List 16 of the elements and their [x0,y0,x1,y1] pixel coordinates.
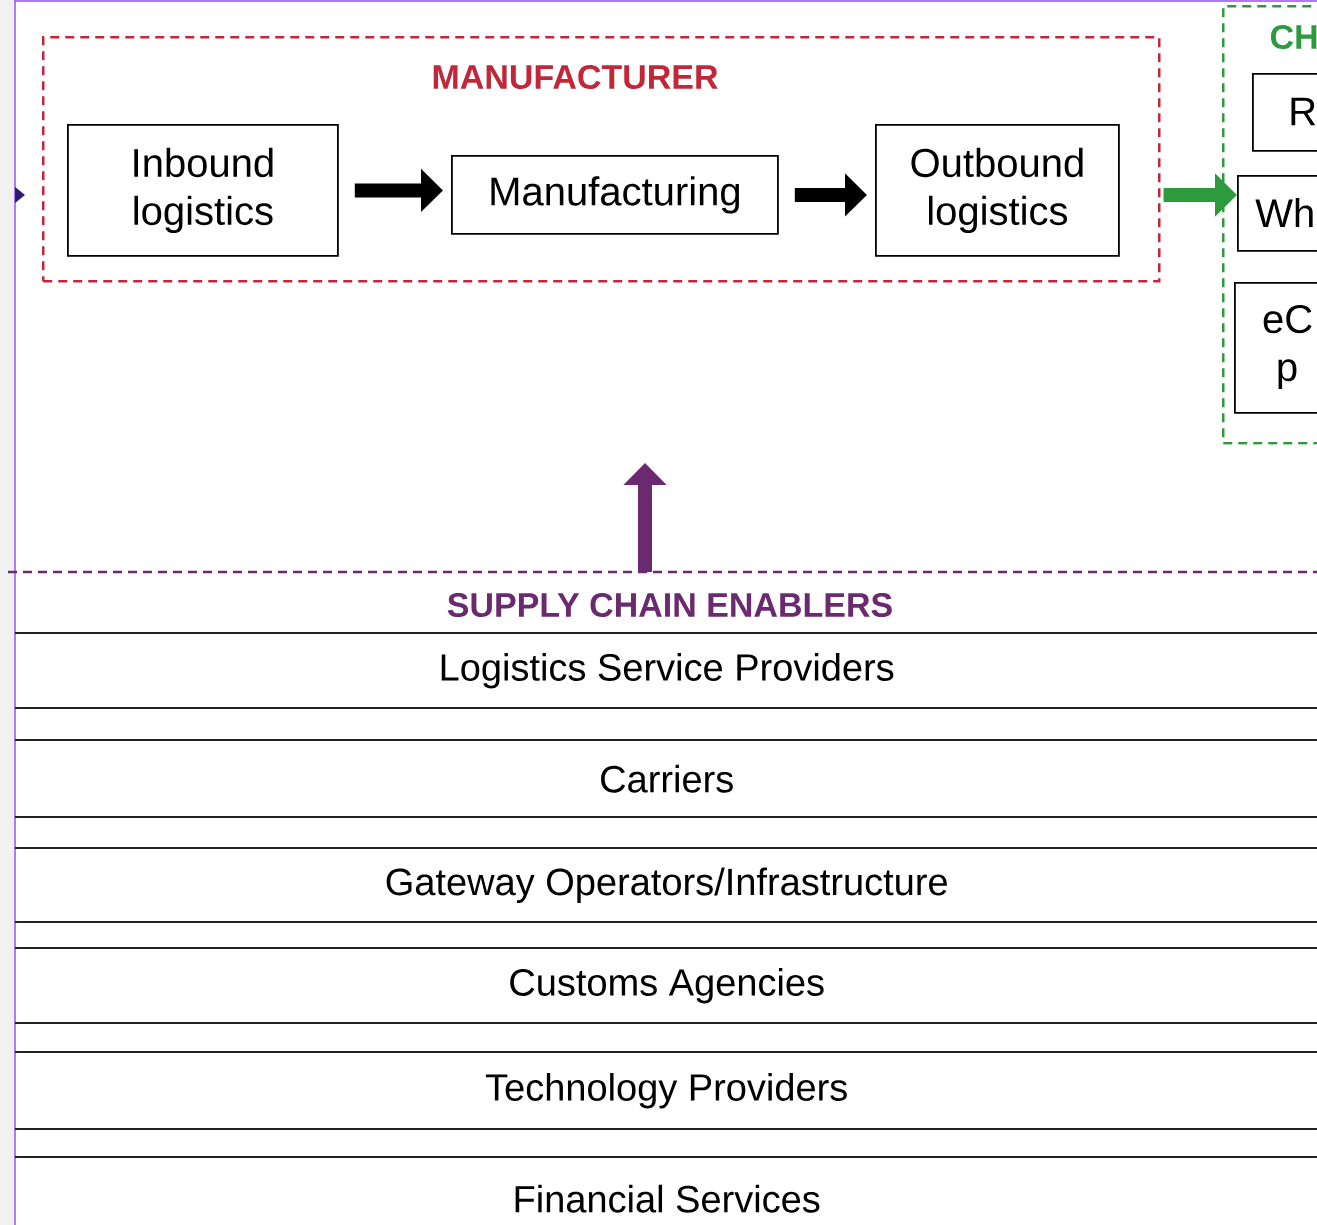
enabler-band: Carriers [15,738,1317,819]
process-box: Wh [1237,175,1317,252]
process-box: Inbound logistics [67,124,339,257]
block-arrow [14,187,25,203]
enabler-band: Gateway Operators/Infrastructure [15,846,1317,924]
process-box: Manufacturing [451,155,779,235]
enabler-band: Technology Providers [15,1050,1317,1131]
group-heading: CH [1270,24,1317,50]
process-box: Outbound logistics [875,124,1120,257]
group-heading: MANUFACTURER [433,64,718,90]
process-box: R [1252,73,1317,152]
enabler-band: Logistics Service Providers [15,631,1317,710]
process-box: eC p [1234,282,1317,414]
enabler-band: Financial Services [15,1155,1317,1213]
group-heading: SUPPLY CHAIN ENABLERS [447,592,892,618]
enabler-band: Customs Agencies [15,946,1317,1025]
